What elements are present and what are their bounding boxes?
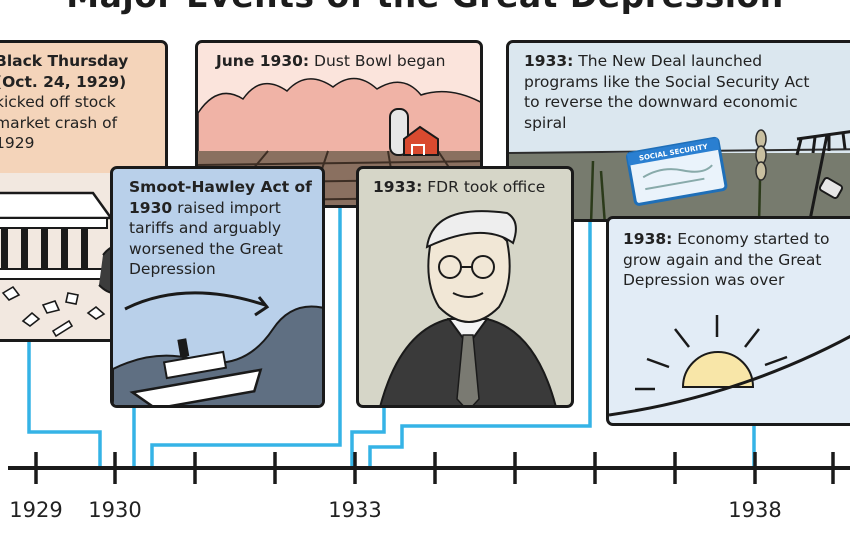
sunrise-illustration <box>609 315 850 417</box>
glasses-icon <box>438 255 495 279</box>
connector-new-deal <box>368 222 592 468</box>
ship-wave-illustration <box>113 291 322 405</box>
rake-icon <box>795 130 850 219</box>
caption-dust-bowl: June 1930: Dust Bowl began <box>216 52 446 70</box>
year-label-1929: 1929 <box>9 498 63 522</box>
caption-1938: 1938: Economy started to grow again and … <box>623 230 830 289</box>
connector-black-thursday <box>27 342 102 468</box>
panel-1938: 1938: Economy started to grow again and … <box>606 216 850 426</box>
caption-black-thursday: Black Thursday (Oct. 24, 1929) kicked of… <box>0 52 129 152</box>
panel-fdr: 1933: FDR took office <box>356 166 574 408</box>
year-label-1938: 1938 <box>728 498 782 522</box>
caption-fdr: 1933: FDR took office <box>373 178 546 196</box>
timeline-ticks <box>34 452 835 484</box>
page-title: Major Events of the Great Depression <box>0 0 850 15</box>
caption-new-deal: 1933: The New Deal launched programs lik… <box>524 52 810 132</box>
panel-smoot-hawley: Smoot-Hawley Act of 1930 raised import t… <box>110 166 325 408</box>
connector-fdr <box>350 408 386 468</box>
caption-smoot-hawley: Smoot-Hawley Act of 1930 raised import t… <box>129 178 312 278</box>
connector-dust-bowl <box>150 208 342 468</box>
year-label-1930: 1930 <box>88 498 142 522</box>
timeline-connectors <box>27 208 756 468</box>
social-security-card: SOCIAL SECURITY <box>626 136 728 206</box>
fdr-portrait-illustration <box>379 210 557 405</box>
year-label-1933: 1933 <box>328 498 382 522</box>
dust-bowl-illustration <box>198 77 480 205</box>
